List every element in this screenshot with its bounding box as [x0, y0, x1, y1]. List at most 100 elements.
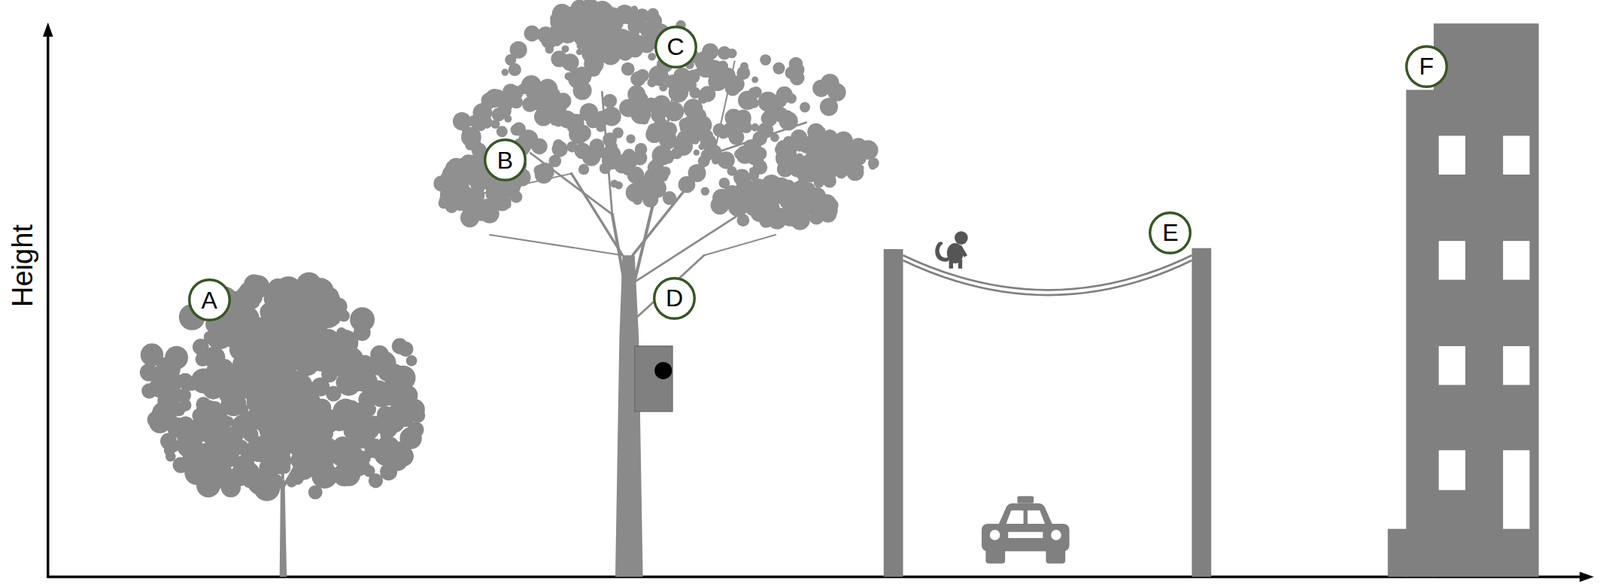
- foliage: [496, 125, 508, 137]
- foliage: [729, 186, 748, 205]
- foliage: [790, 163, 799, 172]
- foliage: [558, 110, 576, 128]
- foliage: [199, 371, 213, 386]
- foliage: [479, 203, 500, 224]
- foliage: [772, 106, 788, 122]
- foliage: [227, 312, 252, 337]
- callout-letter: D: [665, 285, 684, 310]
- foliage: [825, 198, 839, 212]
- nest-box-hole: [654, 361, 672, 380]
- tree-branches: [479, 30, 848, 317]
- foliage: [698, 154, 711, 167]
- building-window: [1502, 346, 1530, 386]
- building-window: [1502, 240, 1530, 280]
- foliage: [455, 176, 464, 184]
- foliage: [279, 422, 295, 438]
- foliage: [752, 159, 768, 175]
- foliage: [578, 163, 589, 175]
- circle-outline: [1406, 45, 1448, 87]
- foliage: [689, 87, 701, 99]
- tree-branch: [571, 173, 623, 256]
- foliage: [172, 402, 186, 416]
- monkey-tail: [935, 241, 951, 262]
- foliage: [819, 97, 838, 116]
- foliage: [595, 122, 605, 132]
- car-body: [981, 523, 1070, 552]
- nest-box: [634, 346, 673, 412]
- foliage: [750, 86, 763, 98]
- foliage: [746, 203, 759, 216]
- building-window: [1439, 449, 1466, 490]
- tree-branch: [632, 152, 715, 256]
- foliage: [592, 40, 599, 47]
- callout-circle: F: [1405, 45, 1449, 89]
- foliage: [348, 402, 369, 423]
- foliage: [269, 336, 284, 351]
- foliage: [737, 215, 748, 225]
- callout-letter: C: [666, 34, 684, 59]
- small-tree: [139, 272, 426, 577]
- foliage: [272, 357, 294, 379]
- foliage: [531, 138, 547, 155]
- foliage: [586, 62, 602, 77]
- car-headlight: [1050, 529, 1062, 541]
- foliage: [850, 149, 867, 166]
- foliage: [537, 26, 555, 44]
- foliage: [182, 424, 201, 443]
- circle-outline: [655, 27, 696, 68]
- foliage: [219, 433, 233, 447]
- foliage: [652, 94, 671, 113]
- foliage: [868, 157, 880, 169]
- foliage: [728, 129, 744, 146]
- foliage: [470, 159, 478, 167]
- x-axis: [46, 575, 1584, 578]
- building-window: [1439, 135, 1466, 175]
- foliage: [264, 382, 280, 397]
- y-axis: [46, 32, 49, 577]
- foliage: [242, 473, 257, 488]
- foliage: [564, 72, 573, 81]
- foliage: [646, 101, 654, 109]
- tree-branch: [489, 234, 623, 256]
- foliage: [824, 174, 835, 186]
- foliage: [316, 458, 334, 477]
- foliage: [761, 115, 769, 123]
- foliage: [155, 356, 181, 382]
- foliage: [717, 60, 729, 72]
- foliage: [651, 158, 658, 165]
- foliage: [660, 150, 675, 164]
- foliage: [500, 98, 514, 111]
- foliage: [789, 70, 805, 86]
- foliage: [862, 139, 876, 154]
- foliage: [332, 462, 356, 486]
- foliage: [173, 456, 189, 473]
- callout-circle: B: [483, 138, 527, 182]
- foliage: [374, 410, 401, 437]
- foliage: [804, 161, 824, 181]
- callout-circle: C: [654, 25, 698, 69]
- tree-branch: [704, 234, 776, 256]
- foliage: [552, 3, 573, 25]
- callout-circle: D: [652, 276, 696, 320]
- building-window: [1439, 346, 1466, 386]
- foliage: [368, 473, 383, 488]
- car-headlight: [989, 529, 1001, 541]
- foliage: [807, 187, 825, 205]
- tree-branch: [530, 152, 613, 214]
- foliage: [699, 85, 716, 102]
- foliage: [246, 358, 265, 377]
- foliage: [240, 449, 256, 465]
- foliage: [391, 337, 408, 354]
- foliage: [252, 406, 280, 433]
- tree-trunk: [279, 479, 287, 577]
- foliage: [559, 26, 576, 43]
- foliage: [480, 116, 493, 129]
- foliage: [861, 139, 871, 149]
- foliage: [646, 77, 657, 88]
- monkey-head: [954, 230, 969, 245]
- foliage: [160, 432, 177, 450]
- foliage: [309, 319, 328, 339]
- foliage: [789, 57, 804, 72]
